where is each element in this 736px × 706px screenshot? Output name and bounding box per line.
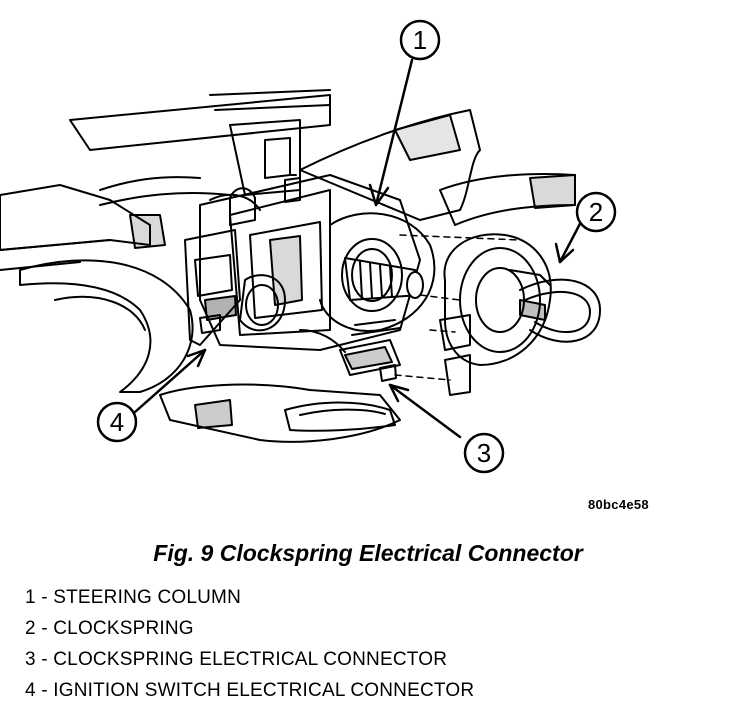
callout-4: 4 <box>96 401 138 443</box>
callout-4-label: 4 <box>110 407 124 437</box>
ignition-switch <box>184 229 286 346</box>
legend-item: 2 - CLOCKSPRING <box>25 618 194 639</box>
clockspring-diagram: 1 2 3 4 <box>0 19 617 474</box>
callout-1-label: 1 <box>413 25 427 55</box>
clockspring <box>439 233 601 396</box>
legend-item: 1 - STEERING COLUMN <box>25 587 241 608</box>
legend-list: 1 - STEERING COLUMN 2 - CLOCKSPRING 3 - … <box>25 582 474 706</box>
knee-bolster <box>19 259 194 393</box>
figure-caption: Fig. 9 Clockspring Electrical Connector <box>153 540 583 566</box>
legend-item: 3 - CLOCKSPRING ELECTRICAL CONNECTOR <box>25 649 448 670</box>
callout-3: 3 <box>463 432 505 474</box>
legend-item: 4 - IGNITION SWITCH ELECTRICAL CONNECTOR <box>25 680 475 701</box>
steering-column <box>159 109 576 443</box>
clockspring-connector <box>299 319 401 382</box>
column-shaft <box>319 212 436 332</box>
callout-arrows <box>133 58 585 439</box>
callout-1: 1 <box>399 19 441 61</box>
figure-reference-code: 80bc4e58 <box>588 497 649 512</box>
alignment-lines <box>394 234 521 381</box>
callout-2-label: 2 <box>589 197 603 227</box>
callout-2: 2 <box>575 191 617 233</box>
callout-3-label: 3 <box>477 438 491 468</box>
